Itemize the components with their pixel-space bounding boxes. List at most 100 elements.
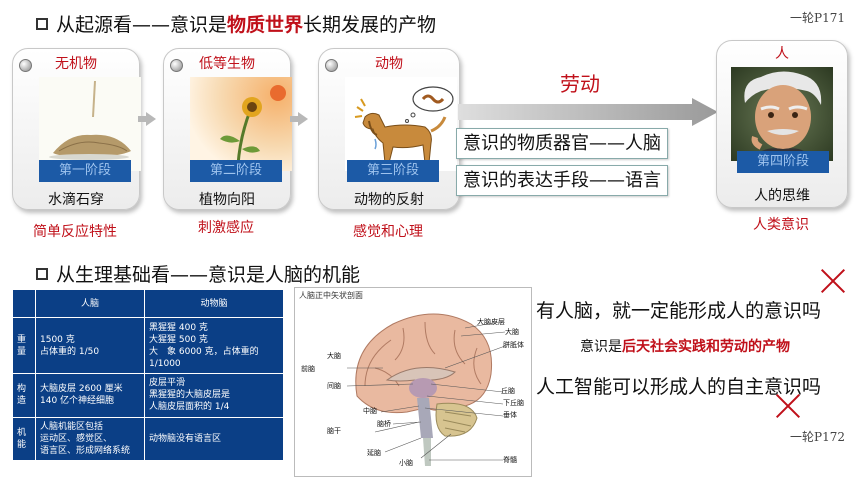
labor-arrow-icon	[458, 98, 718, 126]
stage-badge: 第四阶段	[737, 151, 829, 173]
arrow-right-icon	[138, 112, 156, 126]
fact-language-tool: 意识的表达手段——语言	[456, 165, 668, 196]
stage-label-4: 人类意识	[753, 217, 809, 233]
cell-line: 运动区、感觉区、	[40, 433, 113, 444]
page-reference-2: 一轮P172	[790, 430, 845, 444]
title-highlight: 物质世界	[227, 14, 304, 36]
stage-title: 低等生物	[199, 56, 255, 72]
cell-line: 1500 克	[40, 334, 75, 345]
stage-caption: 水滴石穿	[48, 192, 104, 208]
label-cerebrum-left: 大脑	[327, 352, 341, 360]
question-ai-consciousness: 人工智能可以形成人的自主意识吗	[536, 376, 822, 398]
brain-diagram: 人脑正中矢状剖面 大脑皮层 大脑 胼胝体 前脑 大脑 丘脑 间脑	[294, 287, 532, 477]
checkbox-bullet-icon	[36, 18, 48, 30]
animal-cell: 黑猩猩 400 克大猩猩 500 克大 象 6000 克，占体重的 1/1000	[144, 316, 284, 375]
question-brain-consciousness: 有人脑，就一定能形成人的意识吗	[536, 300, 822, 322]
stage-label-2: 刺激感应	[198, 220, 254, 236]
answer-statement: 意识是后天社会实践和劳动的产物	[580, 336, 790, 356]
label-corpus-callosum: 胼胝体	[503, 341, 524, 349]
table-header-cell: 人脑	[35, 289, 145, 318]
animal-cell: 皮层平滑黑猩猩的大脑皮层是人脑皮层面积的 1/4	[144, 373, 284, 418]
section2-title-text: 从生理基础看——意识是人脑的机能	[56, 264, 361, 286]
stage-badge: 第二阶段	[190, 160, 282, 182]
cell-line: 人脑机能区包括	[40, 421, 104, 432]
section-title-origin: 从起源看——意识是物质世界长期发展的产物	[36, 10, 436, 37]
page-reference: 一轮P171	[790, 11, 845, 25]
cell-line: 人脑皮层面积的 1/4	[149, 402, 230, 413]
label-spinal-cord: 脊髓	[503, 456, 517, 464]
stage-caption: 动物的反射	[354, 192, 424, 208]
label-thalamus: 丘脑	[501, 387, 515, 395]
stage-title: 动物	[375, 56, 403, 72]
cell-line: 语言区、形成网络系统	[40, 445, 131, 456]
stage-title: 人	[775, 46, 789, 62]
human-cell: 1500 克占体重的 1/50	[35, 316, 145, 375]
stage-label-3: 感觉和心理	[353, 224, 423, 240]
label-cerebrum: 大脑	[505, 328, 519, 336]
arrow-right-icon	[290, 112, 308, 126]
table-header-row: 人脑 动物脑	[12, 289, 284, 318]
label-brainstem: 脑干	[327, 427, 341, 435]
label-forebrain: 前脑	[301, 365, 315, 373]
cross-mark-icon	[775, 393, 801, 419]
stage-card-3: 动物 第三阶段 动物的反射	[318, 48, 460, 210]
label-cerebellum: 小脑	[399, 459, 413, 467]
comparison-table: 人脑 动物脑 重量 1500 克占体重的 1/50 黑猩猩 400 克大猩猩 5…	[12, 289, 284, 462]
cell-line: 皮层平滑	[149, 378, 186, 389]
labor-label: 劳动	[560, 72, 600, 96]
cross-mark-icon	[820, 268, 846, 294]
animal-cell: 动物脑没有语言区	[144, 416, 284, 462]
label-cortex: 大脑皮层	[477, 318, 505, 326]
stage-card-4: 人 第四阶段 人的思维	[716, 40, 848, 208]
table-row: 重量 1500 克占体重的 1/50 黑猩猩 400 克大猩猩 500 克大 象…	[12, 316, 284, 375]
cell-line: 动物脑没有语言区	[149, 433, 222, 444]
answer-highlight: 后天社会实践和劳动的产物	[622, 339, 790, 355]
einstein-portrait-image	[731, 67, 833, 161]
section-title-physiology: 从生理基础看——意识是人脑的机能	[36, 260, 360, 287]
brain-comparison-table: 人脑 动物脑 重量 1500 克占体重的 1/50 黑猩猩 400 克大猩猩 5…	[12, 289, 284, 462]
bullet-dot-icon	[19, 59, 32, 72]
stage-title: 无机物	[55, 56, 97, 72]
bullet-dot-icon	[170, 59, 183, 72]
cell-line: 大脑皮层 2600 厘米	[40, 384, 123, 395]
stage-badge: 第一阶段	[39, 160, 131, 182]
dog-reflex-image	[345, 77, 457, 171]
cell-line: 140 亿个神经细胞	[40, 396, 115, 407]
cell-line: 大猩猩 500 克	[149, 334, 208, 345]
label-pituitary: 垂体	[503, 411, 517, 419]
label-diencephalon: 间脑	[327, 382, 341, 390]
cell-line: 黑猩猩的大脑皮层是	[149, 390, 231, 401]
sunflower-plant-image	[190, 77, 292, 171]
human-cell: 人脑机能区包括运动区、感觉区、语言区、形成网络系统	[35, 416, 145, 462]
label-midbrain: 中脑	[363, 407, 377, 415]
fact-brain-organ: 意识的物质器官——人脑	[456, 128, 668, 159]
table-header-cell	[12, 289, 36, 318]
title-suffix: 长期发展的产物	[303, 14, 437, 36]
water-drop-stone-image	[39, 77, 141, 171]
stage-label-1: 简单反应特性	[33, 224, 117, 240]
row-label: 构造	[12, 373, 36, 418]
label-pons: 脑桥	[377, 420, 391, 428]
answer-prefix: 意识是	[580, 339, 622, 355]
label-hypothalamus: 下丘脑	[503, 399, 524, 407]
table-header-cell: 动物脑	[144, 289, 284, 318]
stage-caption: 植物向阳	[199, 192, 255, 208]
bullet-dot-icon	[325, 59, 338, 72]
stage-caption: 人的思维	[754, 188, 810, 204]
row-label: 重量	[12, 316, 36, 375]
row-label: 机能	[12, 416, 36, 462]
table-row: 机能 人脑机能区包括运动区、感觉区、语言区、形成网络系统 动物脑没有语言区	[12, 416, 284, 462]
stage-badge: 第三阶段	[347, 160, 439, 182]
stage-card-2: 低等生物 第二阶段 植物向阳	[163, 48, 292, 210]
brain-illustration	[346, 313, 506, 466]
cell-line: 黑猩猩 400 克	[149, 322, 208, 333]
diagram-title: 人脑正中矢状剖面	[299, 291, 363, 300]
title-prefix: 从起源看——意识是	[56, 14, 228, 36]
checkbox-bullet-icon	[36, 268, 48, 280]
stage-card-1: 无机物 第一阶段 水滴石穿	[12, 48, 141, 210]
cell-line: 大 象 6000 克，占体重的 1/1000	[149, 346, 259, 369]
cell-line: 占体重的 1/50	[40, 346, 100, 357]
label-medulla: 延脑	[367, 449, 381, 457]
